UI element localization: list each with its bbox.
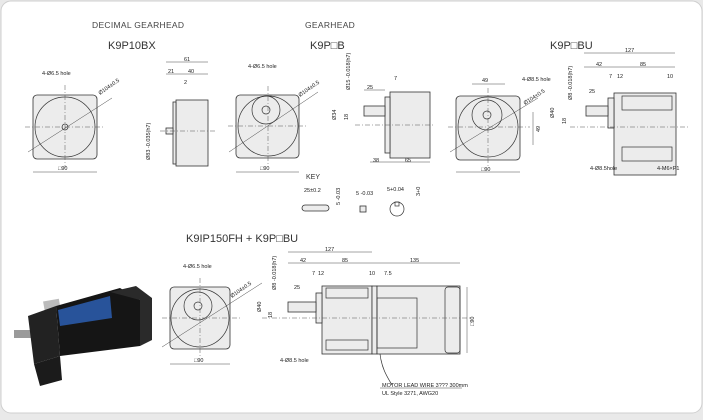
dim-7-5: 7.5: [384, 271, 392, 277]
hole-label: 4-Ø8.5 hole: [522, 77, 551, 83]
tap-label: 4-M6×P1: [657, 166, 679, 172]
hole2-label: 4-Ø8.5 hole: [280, 358, 309, 364]
dim-49-w: 49: [482, 78, 488, 84]
dim-42: 42: [596, 62, 602, 68]
wire-label-1: MOTOR LEAD WIRE 3??? 300mm: [382, 383, 468, 389]
dim-shaft: Ø8 -0.018(h7): [272, 256, 278, 290]
wire-label-2: UL Style 3271, AWG20: [382, 391, 438, 397]
dim-34: Ø34: [332, 110, 338, 120]
motor-photo: [14, 286, 152, 386]
dim-12: 12: [318, 271, 324, 277]
dim-18: 18: [562, 118, 568, 124]
hole-label: 4-Ø6.5 hole: [183, 264, 212, 270]
dim-127: 127: [325, 247, 334, 253]
key-length: 25±0.2: [304, 188, 321, 194]
dim-38: 38: [373, 158, 379, 164]
dim-7: 7: [312, 271, 315, 277]
square-label: □90: [481, 167, 490, 173]
combo-side-view: 127 42 85 135 7 12 10 7.5 25 Ø8 -0.018(h…: [257, 247, 476, 397]
dim-shaft: Ø8 -0.018(h7): [568, 66, 574, 100]
square-label: □90: [194, 358, 203, 364]
dim-7: 7: [609, 74, 612, 80]
model-k9pb: K9P□B: [310, 40, 345, 52]
key-width: 5 -0.03: [356, 191, 373, 197]
dim-40: 40: [188, 69, 194, 75]
dim-61: 61: [184, 57, 190, 63]
dim-85: 85: [342, 258, 348, 264]
key-height: 5 -0.03: [336, 188, 342, 205]
dim-49-h: 49: [536, 126, 542, 132]
key-slot: 5+0.04: [387, 187, 404, 193]
dim-shaft: Ø15 -0.018(h7): [346, 53, 352, 90]
gearhead-side-view: 7 25 38 65 Ø15 -0.018(h7) Ø34 18: [332, 53, 435, 164]
hole2-label: 4-Ø8.5hole: [590, 166, 617, 172]
dim-40: Ø40: [550, 108, 556, 118]
dim-42: 42: [300, 258, 306, 264]
gearhead-heading: GEARHEAD: [305, 20, 355, 30]
dim-25: 25: [589, 89, 595, 95]
dim-10: 10: [369, 271, 375, 277]
dim-85: 85: [640, 62, 646, 68]
dim-135: 135: [410, 258, 419, 264]
square-label: □90: [58, 166, 67, 172]
dim-10: 10: [667, 74, 673, 80]
dim-18: 18: [268, 312, 274, 318]
model-combo: K9IP150FH + K9P□BU: [186, 233, 298, 245]
gearhead-bu-side-view: 127 42 85 7 12 10 25 Ø8 -0.018(h7) Ø40 1…: [550, 48, 690, 176]
key-title: KEY: [306, 174, 320, 181]
dim-18: 18: [344, 114, 350, 120]
model-k9pbu: K9P□BU: [550, 40, 593, 52]
square-label: □90: [260, 166, 269, 172]
dim-65: 65: [405, 158, 411, 164]
gearhead-front-view: 4-Ø6.5 hole Ø104±0.5 □90: [228, 64, 321, 173]
decimal-gearhead-heading: DECIMAL GEARHEAD: [92, 20, 184, 30]
dim-90: □90: [470, 317, 476, 326]
model-k9p10bx: K9P10BX: [108, 40, 156, 52]
key-detail: KEY 25±0.2 5 -0.03 5 -0.03 5+0.04 3+0: [301, 174, 422, 217]
dim-25: 25: [294, 285, 300, 291]
dim-40: Ø40: [257, 302, 263, 312]
dim-127: 127: [625, 48, 634, 54]
dim-7: 7: [394, 76, 397, 82]
dim-21: 21: [168, 69, 174, 75]
hole-label: 4-Ø6.5 hole: [248, 64, 277, 70]
dim-2: 2: [184, 80, 187, 86]
hole-label: 4-Ø6.5 hole: [42, 71, 71, 77]
dim-25: 25: [367, 85, 373, 91]
key-depth: 3+0: [416, 187, 422, 196]
dim-dia: Ø83 -0.035(h7): [146, 123, 152, 160]
dim-12: 12: [617, 74, 623, 80]
decimal-side-view: 61 21 40 2 Ø83 -0.035(h7): [146, 57, 215, 167]
